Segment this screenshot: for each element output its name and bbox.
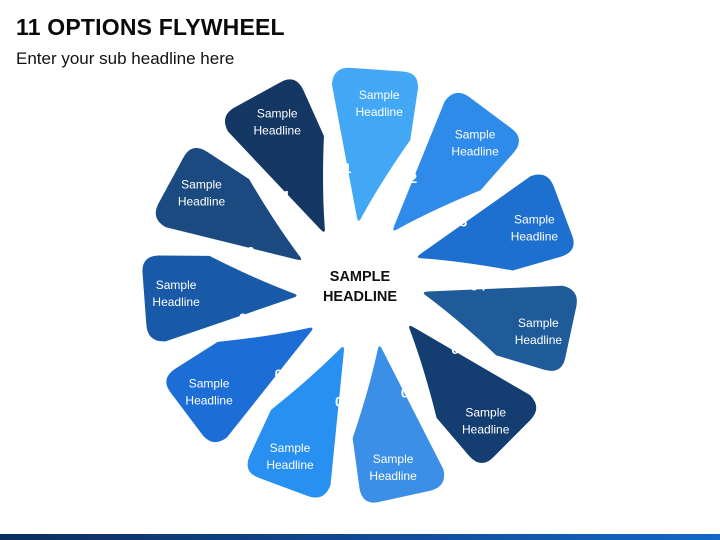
option-headline-line2: Headline (451, 145, 499, 159)
center-hub: SAMPLE HEADLINE (298, 223, 422, 347)
option-headline-line1: Sample (189, 376, 230, 390)
petal-shape (393, 92, 519, 231)
petal-shape (409, 325, 537, 463)
option-headline-line2: Headline (356, 105, 404, 119)
petal-shape (166, 327, 313, 443)
bottom-accent-bar (0, 534, 720, 540)
option-headline-line1: Sample (518, 316, 559, 330)
center-label-line2: HEADLINE (323, 289, 397, 305)
option-headline-line1: Sample (156, 278, 197, 292)
option-headline-line2: Headline (152, 295, 200, 309)
option-number: 11 (276, 188, 291, 204)
option-number: 07 (335, 394, 351, 410)
petal-shape (352, 346, 445, 503)
option-number: 04 (470, 277, 486, 293)
option-headline-line2: Headline (266, 458, 314, 472)
option-headline-line1: Sample (270, 441, 311, 455)
option-headline-line1: Sample (373, 452, 414, 466)
petal-shape (423, 285, 577, 371)
petal-shape (417, 174, 574, 271)
petal-shape (247, 347, 344, 498)
petal-shape (331, 67, 418, 221)
page-title: 11 OPTIONS FLYWHEEL (16, 14, 285, 40)
petal-shape (142, 255, 297, 342)
option-headline-line2: Headline (369, 469, 417, 483)
petal-shape (155, 148, 302, 261)
option-headline-line2: Headline (178, 195, 226, 209)
option-headline-line1: Sample (181, 178, 222, 192)
option-headline-line1: Sample (465, 405, 506, 419)
page-subtitle: Enter your sub headline here (16, 49, 235, 68)
option-number: 06 (401, 385, 417, 401)
option-headline-line2: Headline (462, 422, 510, 436)
option-number: 05 (451, 341, 467, 357)
option-number: 02 (402, 170, 418, 186)
petal-shape (224, 79, 325, 232)
option-headline-line2: Headline (185, 393, 233, 407)
option-number: 03 (452, 214, 468, 230)
option-number: 08 (275, 366, 291, 382)
option-headline-line1: Sample (359, 88, 400, 102)
option-number: 09 (239, 310, 255, 326)
option-headline-line1: Sample (514, 213, 555, 227)
option-headline-line2: Headline (515, 333, 563, 347)
option-headline-line1: Sample (257, 107, 298, 121)
option-headline-line2: Headline (511, 230, 559, 244)
option-headline-line1: Sample (455, 128, 496, 142)
option-headline-line2: Headline (254, 124, 302, 138)
option-number: 10 (239, 243, 255, 259)
center-label-line1: SAMPLE (330, 269, 391, 285)
option-number: 01 (336, 160, 352, 176)
